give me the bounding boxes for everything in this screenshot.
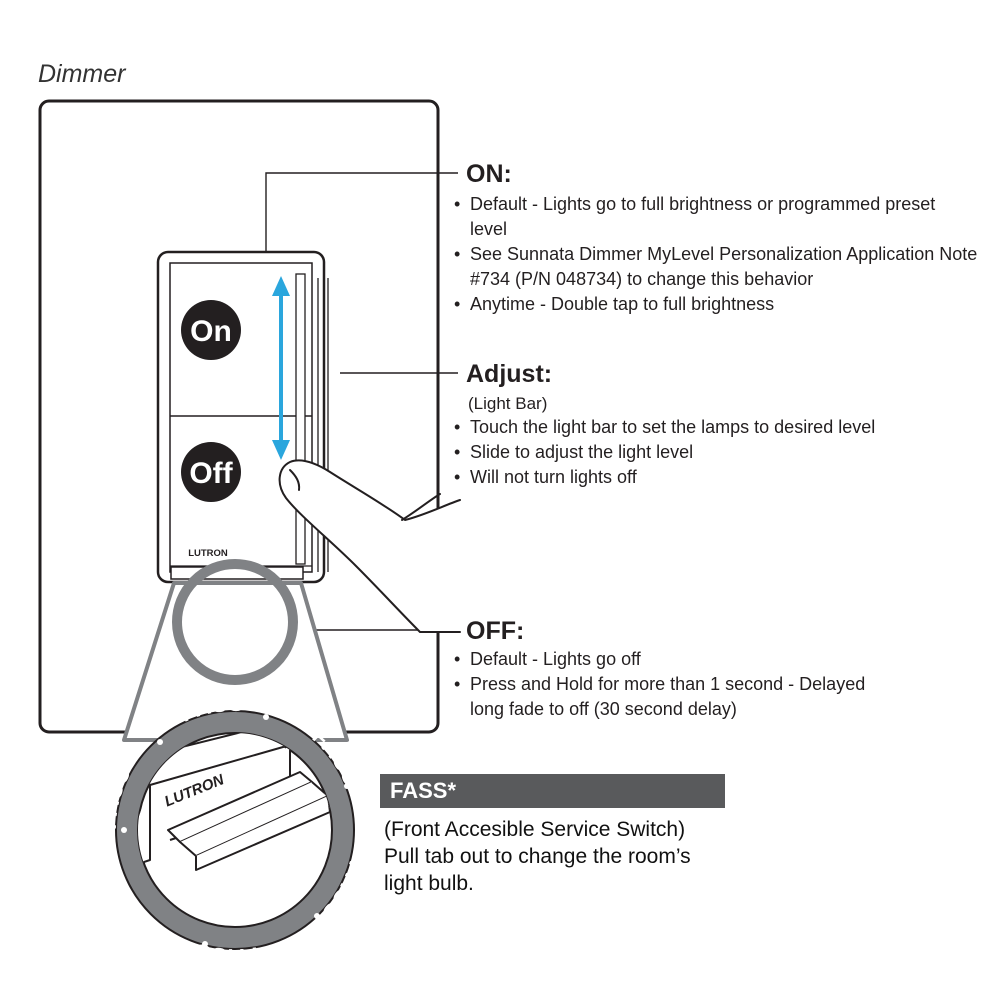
- fass-description: (Front Accesible Service Switch) Pull ta…: [384, 816, 744, 897]
- on-button-label: On: [190, 315, 232, 348]
- off-heading: OFF:: [466, 617, 525, 645]
- on-button[interactable]: On: [181, 300, 241, 360]
- list-item: Anytime - Double tap to full brightness: [452, 292, 1000, 317]
- off-button[interactable]: Off: [181, 442, 241, 502]
- hand-icon: [278, 459, 461, 633]
- list-item: See Sunnata Dimmer MyLevel Personalizati…: [452, 242, 1000, 292]
- on-heading: ON:: [466, 160, 512, 188]
- off-bullets: Default - Lights go off Press and Hold f…: [452, 647, 1000, 722]
- fass-small-ring: [172, 559, 298, 685]
- fass-line: (Front Accesible Service Switch): [384, 818, 686, 841]
- list-item: Press and Hold for more than 1 second - …: [452, 672, 880, 722]
- adjust-arrow-icon: [272, 276, 290, 460]
- fass-line: light bulb.: [384, 872, 474, 895]
- list-item: Default - Lights go to full brightness o…: [452, 192, 950, 242]
- fass-heading-bar: FASS*: [380, 774, 725, 808]
- fass-magnifier: FASS FASS FASS FASS FASS: [96, 691, 369, 969]
- fass-line: Pull tab out to change the room’s: [384, 845, 691, 868]
- list-item: Slide to adjust the light level: [452, 440, 1000, 465]
- adjust-heading: Adjust:: [466, 360, 553, 388]
- adjust-bullets: Touch the light bar to set the lamps to …: [452, 415, 1000, 490]
- dimmer-switch: [156, 250, 329, 584]
- fass-heading: FASS*: [390, 778, 457, 803]
- fass-zoom-callout: [122, 559, 349, 742]
- switch-brand-logo: LUTRON: [188, 548, 228, 559]
- list-item: Will not turn lights off: [452, 465, 1000, 490]
- adjust-subheading: (Light Bar): [468, 394, 548, 413]
- light-bar[interactable]: [295, 273, 306, 565]
- list-item: Touch the light bar to set the lamps to …: [452, 415, 1000, 440]
- diagram-title: Dimmer: [38, 60, 126, 88]
- list-item: Default - Lights go off: [452, 647, 1000, 672]
- off-button-label: Off: [189, 457, 233, 490]
- on-bullets: Default - Lights go to full brightness o…: [452, 192, 1000, 317]
